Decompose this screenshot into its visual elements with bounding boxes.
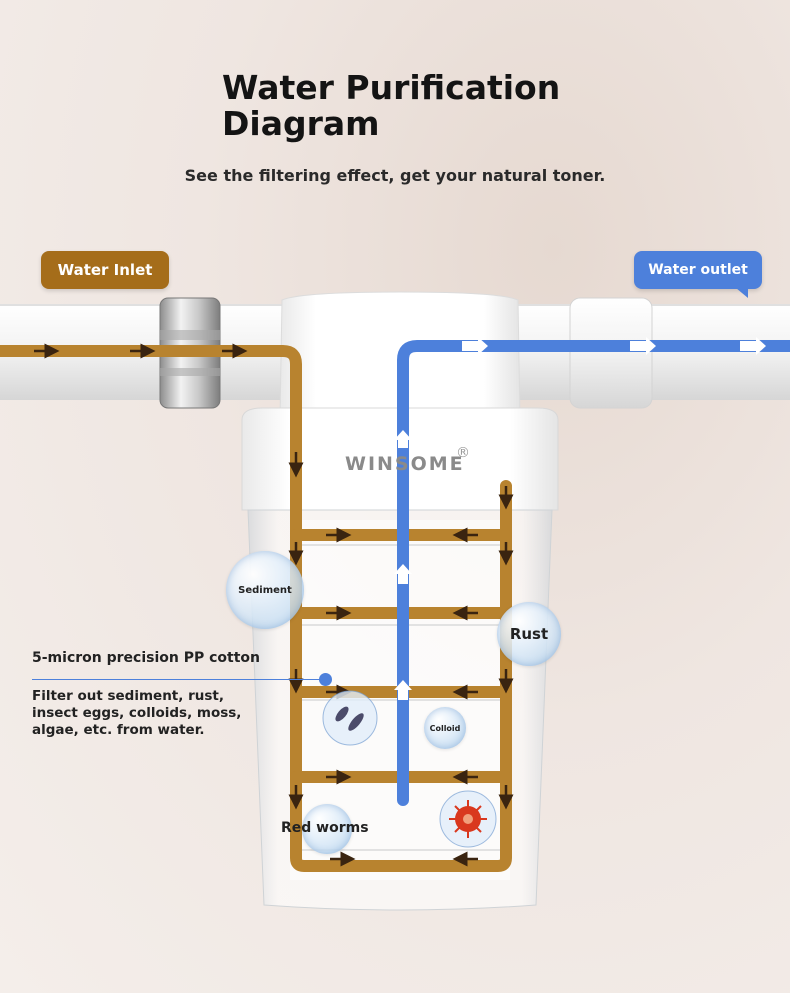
page-subtitle: See the filtering effect, get your natur… [184,166,606,185]
right-coupler [569,297,653,409]
annotation-leader-line [32,679,326,680]
brand-trademark: ® [456,445,470,461]
red-worms-bubble [302,804,352,854]
brand-logo-text: WINSOME [345,453,465,475]
rust-label: Rust [509,625,549,643]
annotation-title: 5-micron precision PP cotton [32,650,260,666]
sediment-label: Sediment [238,584,292,596]
annotation-description: Filter out sediment, rust, insect eggs, … [32,688,242,738]
insect-egg-icon [322,690,378,746]
colloid-bubble: Colloid [424,707,466,749]
red-worms-label: Red worms [281,820,369,836]
outlet-flow-arrows [394,337,766,700]
inlet-flow-arrows [34,343,514,867]
page-title: Water Purification Diagram [222,68,561,143]
annotation-dot [319,673,332,686]
water-inlet-label: Water Inlet [41,251,169,289]
water-outlet-label: Water outlet [634,251,762,298]
colloid-label: Colloid [429,723,461,733]
bacteria-icon [439,790,497,848]
rust-bubble: Rust [497,602,561,666]
sediment-bubble: Sediment [226,551,304,629]
brand-logo: WINSOME ® [345,445,470,475]
outlet-flow [397,340,790,806]
